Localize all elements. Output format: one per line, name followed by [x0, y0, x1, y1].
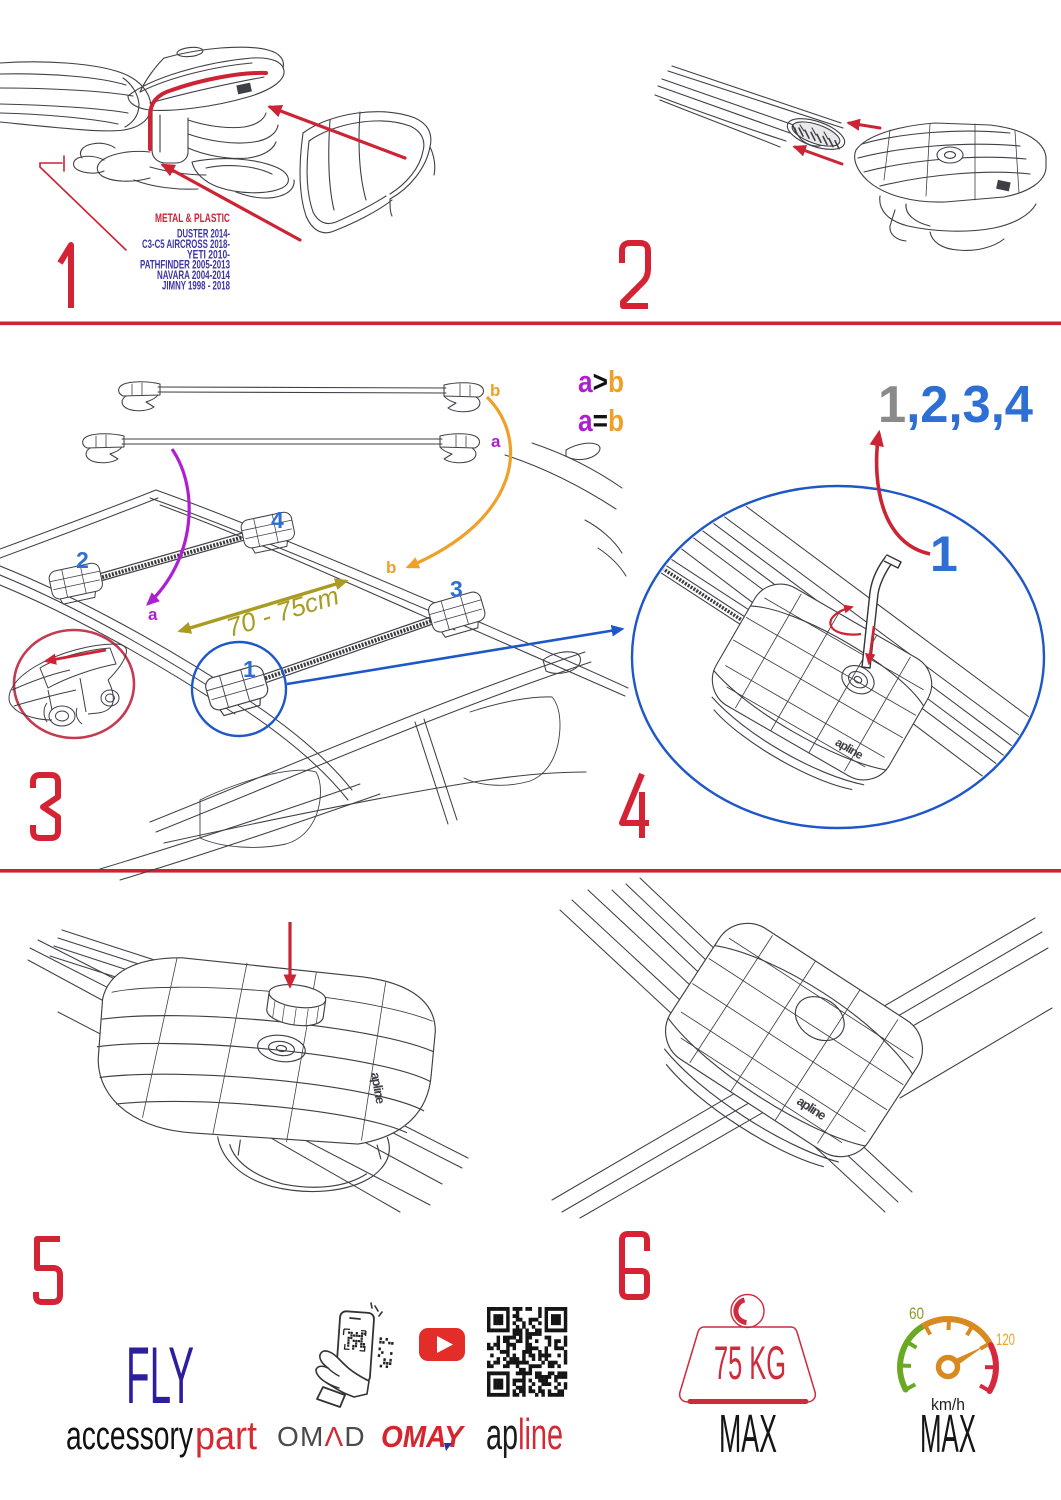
svg-text:FLY: FLY [126, 1331, 194, 1421]
svg-text:MAX: MAX [920, 1404, 976, 1464]
svg-text:60: 60 [909, 1304, 924, 1323]
svg-text:accessory: accessory [66, 1414, 193, 1458]
svg-text:2: 2 [76, 547, 89, 573]
svg-text:OMΛD: OMΛD [277, 1421, 366, 1452]
svg-text:120: 120 [996, 1330, 1015, 1349]
svg-text:a=b: a=b [578, 403, 624, 438]
svg-text:b: b [490, 381, 500, 400]
svg-text:YETI 2010-: YETI 2010- [187, 249, 230, 261]
svg-text:METAL & PLASTIC: METAL & PLASTIC [155, 211, 230, 225]
svg-text:3: 3 [450, 576, 463, 602]
svg-text:part: part [195, 1414, 257, 1458]
svg-text:1: 1 [930, 526, 958, 582]
svg-text:DUSTER 2014-: DUSTER 2014- [177, 229, 230, 241]
svg-text:PATHFINDER 2005-2013: PATHFINDER 2005-2013 [140, 260, 230, 272]
svg-text:4: 4 [271, 507, 284, 533]
svg-text:1: 1 [243, 656, 256, 682]
svg-text:1,2,3,4: 1,2,3,4 [878, 376, 1033, 434]
svg-text:a: a [148, 605, 158, 624]
svg-text:apline: apline [486, 1410, 563, 1459]
svg-text:JIMNY 1998 - 2018: JIMNY 1998 - 2018 [162, 281, 230, 293]
svg-text:NAVARA 2004-2014: NAVARA 2004-2014 [157, 270, 230, 282]
svg-text:apline: apline [368, 1071, 388, 1105]
svg-text:km/h: km/h [931, 1395, 965, 1414]
svg-text:OMAY: OMAY [381, 1419, 466, 1454]
svg-text:MAX: MAX [719, 1404, 777, 1464]
svg-text:b: b [386, 558, 396, 577]
svg-text:75 KG: 75 KG [714, 1336, 786, 1389]
svg-text:a>b: a>b [578, 364, 624, 399]
svg-text:C3-C5 AIRCROSS 2018-: C3-C5 AIRCROSS 2018- [142, 239, 230, 251]
svg-text:a: a [491, 432, 501, 451]
